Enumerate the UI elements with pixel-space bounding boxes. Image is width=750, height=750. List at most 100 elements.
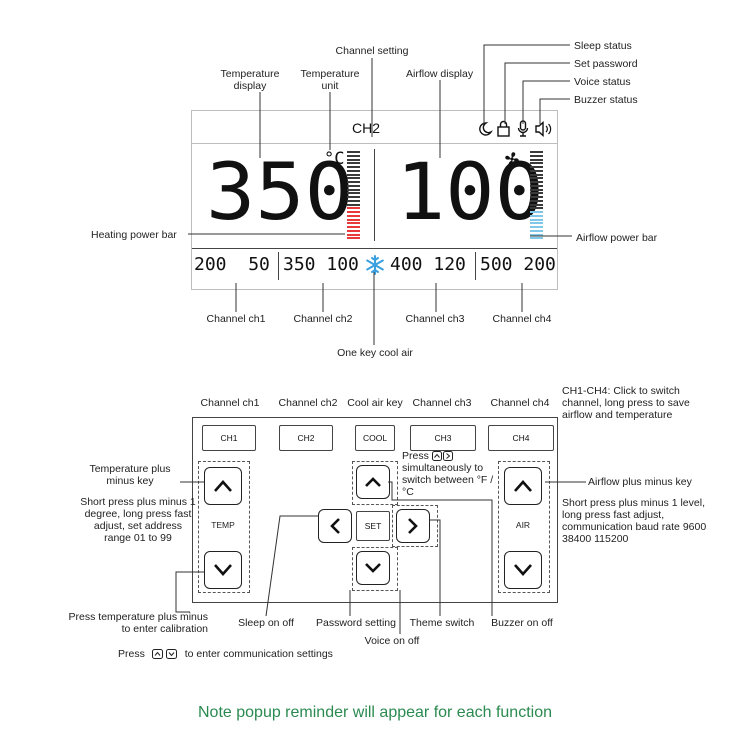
airflow-bar-segment — [530, 166, 543, 169]
ch1-air: 50 — [248, 254, 270, 275]
air-down-button[interactable] — [504, 551, 542, 589]
label-channel-ch3: Channel ch3 — [405, 313, 465, 325]
airflow-bar-segment — [530, 211, 543, 214]
airflow-bar-segment — [530, 196, 543, 199]
cool-key[interactable]: COOL — [355, 425, 395, 451]
heating-bar-segment — [347, 188, 360, 191]
label-press-unit-switch: Press simultaneously to switch between °… — [402, 450, 497, 498]
ch4-readout: 500 200 — [480, 254, 556, 275]
label-comm-settings: Press to enter communication settings — [118, 648, 333, 660]
heating-bar-segment — [347, 151, 360, 154]
label-sleep-on-off: Sleep on off — [238, 617, 294, 629]
moon-icon — [479, 122, 493, 136]
heating-bar-segment — [347, 158, 360, 161]
airflow-power-bar — [530, 151, 543, 241]
heating-bar-segment — [347, 196, 360, 199]
heating-bar-segment — [347, 181, 360, 184]
chevron-down-icon — [365, 563, 381, 573]
chevron-down-icon — [514, 564, 532, 576]
heating-bar-segment — [347, 199, 360, 202]
temperature-unit-symbol: °C — [324, 149, 345, 169]
heating-power-bar — [347, 151, 360, 241]
airflow-bar-segment — [530, 237, 543, 240]
airflow-bar-segment — [530, 177, 543, 180]
heating-bar-segment — [347, 154, 360, 157]
air-up-button[interactable] — [504, 467, 542, 505]
airflow-bar-segment — [530, 214, 543, 217]
dpad-down-button[interactable] — [356, 551, 390, 585]
dpad-right-button[interactable] — [396, 509, 430, 543]
label-key-ch2: Channel ch2 — [278, 397, 338, 409]
heating-bar-segment — [347, 177, 360, 180]
chevron-left-icon — [330, 518, 340, 534]
chevron-right-icon — [408, 518, 418, 534]
chevron-up-icon — [365, 477, 381, 487]
screen-header-divider — [192, 143, 557, 144]
screen-center-divider — [374, 149, 375, 241]
status-icons — [479, 120, 552, 138]
ch3-key[interactable]: CH3 — [410, 425, 476, 451]
label-voice-status: Voice status — [574, 76, 631, 88]
air-key-label: AIR — [515, 520, 531, 530]
heating-bar-segment — [347, 192, 360, 195]
fan-icon — [505, 152, 519, 166]
label-ch-note: CH1-CH4: Click to switch channel, long p… — [562, 385, 690, 421]
ch1-temp: 200 — [194, 254, 227, 275]
heating-bar-segment — [347, 214, 360, 217]
up-right-keys-icon — [431, 451, 453, 462]
up-down-keys-icon — [151, 649, 177, 660]
label-key-cool: Cool air key — [347, 397, 403, 409]
label-air-short-press: Short press plus minus 1 level, long pre… — [562, 497, 707, 545]
airflow-bar-segment — [530, 218, 543, 221]
ch2-readout: 350 100 — [283, 254, 359, 275]
dpad-left-button[interactable] — [318, 509, 352, 543]
airflow-readout: 100 — [396, 148, 544, 238]
airflow-bar-segment — [530, 184, 543, 187]
ch1-key[interactable]: CH1 — [202, 425, 256, 451]
footer-note: Note popup reminder will appear for each… — [198, 704, 552, 721]
label-set-password: Set password — [574, 58, 638, 70]
airflow-bar-segment — [530, 203, 543, 206]
label-airflow-power-bar: Airflow power bar — [576, 232, 658, 244]
label-heating-power-bar: Heating power bar — [91, 229, 177, 241]
airflow-bar-segment — [530, 226, 543, 229]
label-password-setting: Password setting — [316, 617, 396, 629]
label-press-temp-calibration: Press temperature plus minus to enter ca… — [68, 611, 208, 635]
label-temp-plus-minus: Temperature plus minus key — [89, 463, 171, 487]
temp-up-button[interactable] — [204, 467, 242, 505]
airflow-bar-segment — [530, 169, 543, 172]
label-channel-ch4: Channel ch4 — [492, 313, 552, 325]
snowflake-icon — [366, 255, 384, 275]
ch1-readout: 200 50 — [194, 254, 270, 275]
lock-icon — [497, 120, 510, 137]
ch3-readout: 400 120 — [390, 254, 466, 275]
heating-bar-segment — [347, 162, 360, 165]
airflow-bar-segment — [530, 151, 543, 154]
ch4-key[interactable]: CH4 — [488, 425, 554, 451]
ch2-key[interactable]: CH2 — [279, 425, 333, 451]
heating-bar-segment — [347, 237, 360, 240]
label-temp-short-press: Short press plus minus 1 degree, long pr… — [80, 496, 196, 544]
ch2-air: 100 — [326, 254, 359, 275]
label-key-ch4: Channel ch4 — [490, 397, 550, 409]
label-key-ch3: Channel ch3 — [412, 397, 472, 409]
heating-bar-segment — [347, 226, 360, 229]
label-sleep-status: Sleep status — [574, 40, 632, 52]
screen-footer-divider — [192, 248, 557, 249]
airflow-bar-segment — [530, 233, 543, 236]
airflow-bar-segment — [530, 199, 543, 202]
label-channel-ch2: Channel ch2 — [293, 313, 353, 325]
airflow-bar-segment — [530, 188, 543, 191]
heating-bar-segment — [347, 166, 360, 169]
switch-unit-text: simultaneously to switch between °F / °C — [402, 462, 494, 498]
airflow-bar-segment — [530, 181, 543, 184]
airflow-bar-segment — [530, 173, 543, 176]
temp-down-button[interactable] — [204, 551, 242, 589]
set-key[interactable]: SET — [356, 511, 390, 541]
airflow-bar-segment — [530, 229, 543, 232]
airflow-bar-segment — [530, 154, 543, 157]
chevron-down-icon — [214, 564, 232, 576]
strip-divider-1 — [278, 252, 279, 280]
comm-press-text: Press — [118, 648, 145, 660]
dpad-up-button[interactable] — [356, 465, 390, 499]
